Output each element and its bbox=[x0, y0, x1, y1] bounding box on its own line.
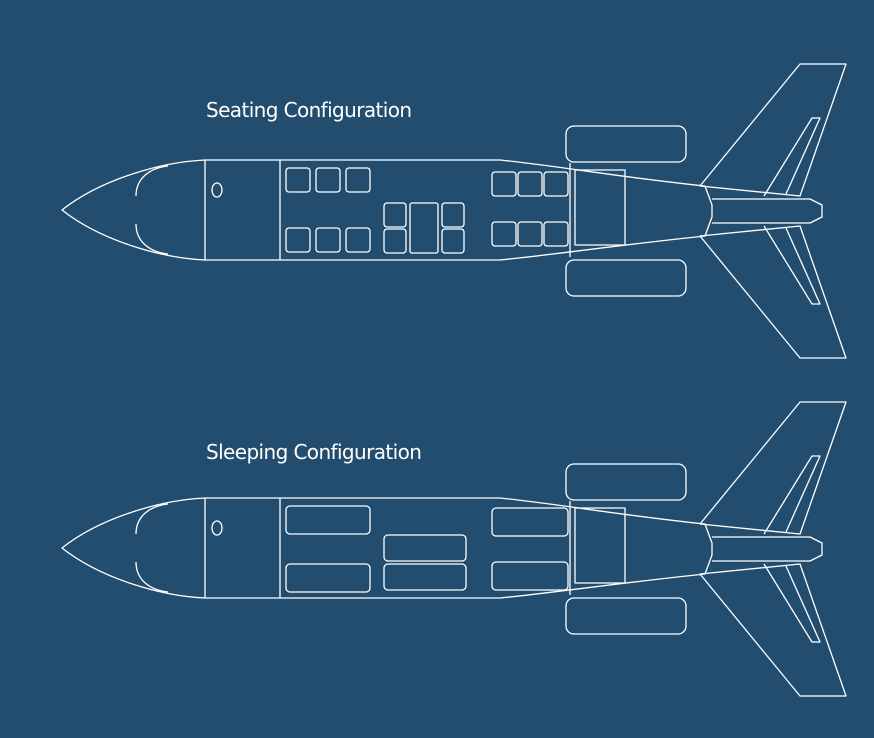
tail-cone bbox=[712, 198, 823, 224]
seating-floor-plan bbox=[61, 63, 847, 359]
bed-groups bbox=[285, 505, 569, 593]
lower-tail-fin bbox=[699, 225, 847, 359]
seating-configuration-title: Seating Configuration bbox=[206, 98, 412, 122]
seat bbox=[517, 221, 543, 247]
seat bbox=[543, 171, 569, 197]
seat bbox=[409, 202, 439, 254]
upper-engine bbox=[565, 125, 687, 163]
seat bbox=[441, 202, 465, 228]
seat bbox=[383, 202, 407, 228]
aircraft-outline bbox=[61, 63, 847, 359]
seat bbox=[345, 227, 371, 253]
window-porthole bbox=[211, 182, 223, 198]
lower-fin-inner bbox=[763, 563, 821, 643]
bed bbox=[285, 563, 371, 593]
bed bbox=[285, 505, 371, 535]
seat bbox=[491, 171, 517, 197]
seat bbox=[383, 228, 407, 254]
sleeping-configuration-title: Sleeping Configuration bbox=[206, 440, 422, 464]
aircraft-outline bbox=[61, 401, 847, 697]
cockpit-windscreen bbox=[135, 165, 169, 255]
upper-fin-inner bbox=[763, 455, 821, 535]
bed bbox=[383, 534, 467, 562]
seat bbox=[315, 167, 341, 193]
seat bbox=[441, 228, 465, 254]
upper-fin-inner bbox=[763, 117, 821, 197]
lower-engine bbox=[565, 597, 687, 635]
bed bbox=[491, 561, 569, 591]
seat bbox=[285, 167, 311, 193]
upper-tail-fin bbox=[699, 63, 847, 197]
sleeping-floor-plan bbox=[61, 401, 847, 697]
bed bbox=[491, 507, 569, 537]
upper-engine bbox=[565, 463, 687, 501]
seat bbox=[315, 227, 341, 253]
lower-engine bbox=[565, 259, 687, 297]
seat bbox=[345, 167, 371, 193]
lower-tail-fin bbox=[699, 563, 847, 697]
lavatory bbox=[574, 169, 626, 246]
bed bbox=[383, 563, 467, 591]
lower-fin-inner bbox=[763, 225, 821, 305]
tail-cone bbox=[712, 536, 823, 562]
window-porthole bbox=[211, 520, 223, 536]
seat bbox=[491, 221, 517, 247]
seat bbox=[543, 221, 569, 247]
seat bbox=[285, 227, 311, 253]
cockpit-windscreen bbox=[135, 503, 169, 593]
fuselage bbox=[61, 159, 713, 261]
upper-tail-fin bbox=[699, 401, 847, 535]
seat bbox=[517, 171, 543, 197]
seat-groups bbox=[285, 167, 569, 254]
fuselage bbox=[61, 497, 713, 599]
lavatory bbox=[574, 507, 626, 584]
